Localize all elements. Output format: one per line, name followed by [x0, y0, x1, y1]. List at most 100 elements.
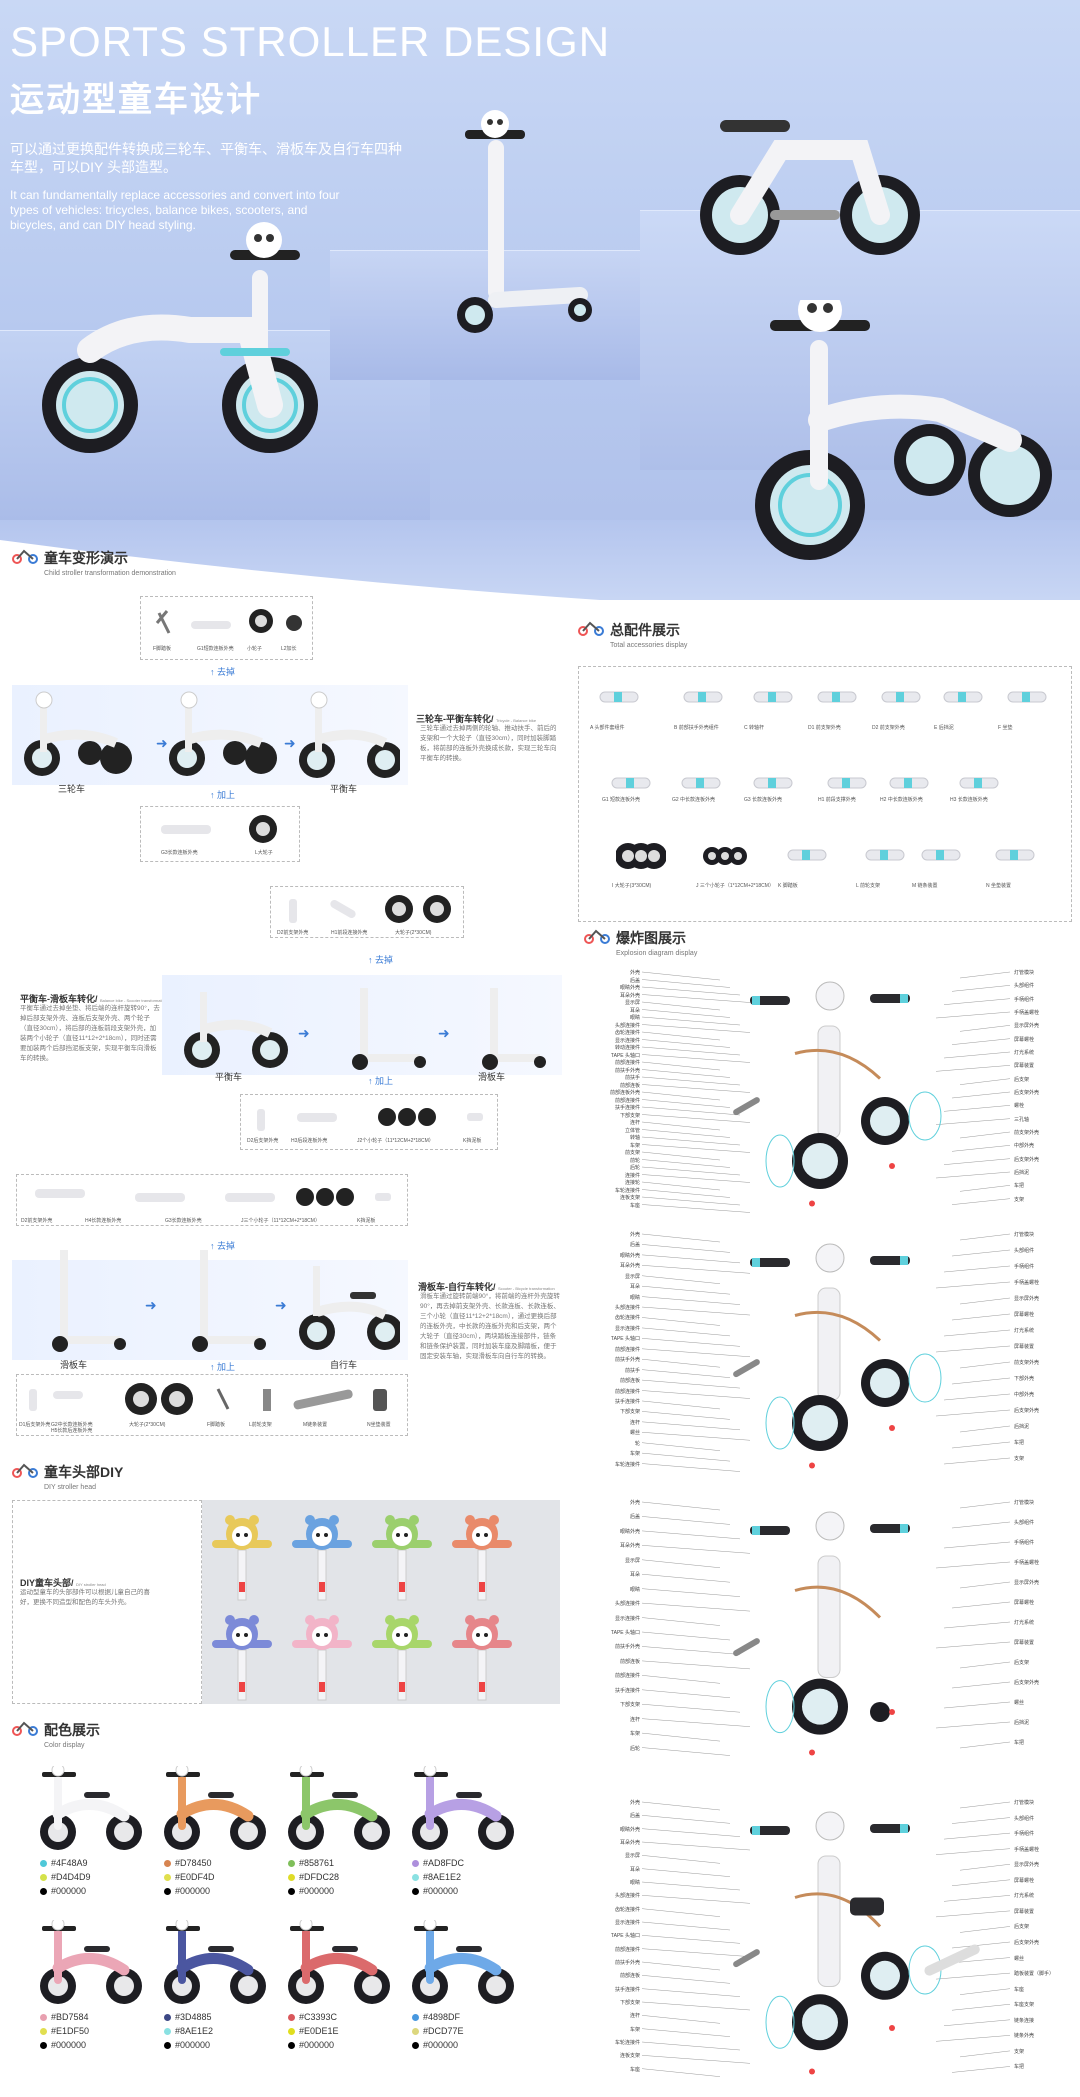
explosion-title: 爆炸图展示 — [616, 930, 686, 946]
color-code: #858761 — [299, 1858, 335, 1868]
remove-label: 去掉 — [217, 1241, 236, 1251]
explosion-part-label: 后支架 — [1014, 1660, 1030, 1666]
label-scooter: 滑板车 — [60, 1360, 88, 1370]
explosion-part-label: 后支架外壳 — [1014, 1090, 1040, 1096]
explosion-part-label: 手柄组件 — [1014, 1831, 1035, 1838]
part-label: F脚踏板 — [207, 1422, 226, 1428]
explosion-part-label: 耳朵外壳 — [619, 1263, 640, 1270]
color-variant-bike — [412, 1766, 514, 1850]
parts-icons — [161, 815, 277, 843]
parts-panel: G3长款连板外壳 L大轮子 — [140, 806, 300, 862]
color-variant-bike — [412, 1920, 514, 2004]
explosion-part-label: 连杆 — [629, 1716, 640, 1723]
diy-title: 童车头部DIY — [44, 1464, 124, 1480]
explosion-part-label: 灯光系统 — [1014, 1050, 1035, 1056]
explosion-part-label: 下部支架 — [619, 1702, 640, 1709]
accessory-thumbnail — [817, 691, 857, 703]
remove-label: 去掉 — [375, 955, 394, 965]
accessory-label: H2 中长款连板外壳 — [880, 797, 923, 803]
color-code: #D78450 — [175, 1858, 212, 1868]
explosion-part-label: 前部连接件 — [614, 1346, 640, 1353]
scooter-illustration — [457, 110, 592, 333]
explosion-part-label: 连杆 — [629, 1120, 640, 1126]
accessory-label: L 前轮支架 — [856, 883, 880, 889]
stroller-logo-icon — [584, 929, 610, 944]
color-swatch: #E1DF50 — [40, 2026, 89, 2036]
explosion-part-label: 头部组件 — [1014, 1815, 1035, 1822]
color-dot — [40, 2042, 47, 2050]
label-balance-bike: 平衡车 — [215, 1072, 243, 1082]
explosion-part-label: 灯光系统 — [1014, 1893, 1035, 1900]
color-code: #D4D4D9 — [51, 1872, 91, 1882]
explosion-part-label: 后支架外壳 — [1014, 1156, 1040, 1163]
explosion-part-label: 车架 — [629, 1142, 640, 1149]
color-dot — [164, 1860, 171, 1868]
explosion-part-label: 前扶手外壳 — [614, 1644, 640, 1651]
accessory-label: F 坐垫 — [998, 725, 1013, 731]
explosion-part-label: 灯管模块 — [1014, 1232, 1035, 1238]
explosion-part-label: 手柄盖螺栓 — [1014, 1010, 1040, 1016]
explosion-part-label: 眼睛外壳 — [619, 1252, 640, 1259]
stroller-logo-icon — [12, 549, 38, 564]
explosion-part-label: 齿轮连接件 — [614, 1906, 640, 1913]
explosion-part-label: 前部连接件 — [614, 1388, 640, 1395]
color-variant-bike — [40, 1766, 142, 1850]
explosion-part-label: 头部组件 — [1014, 1248, 1035, 1254]
parts-panel: F脚踏板 G1短款连板外壳 小轮子 L2加长 — [140, 596, 313, 660]
explosion-part-label: 显示屏外壳 — [1014, 1862, 1040, 1869]
explosion-part-label: 支架 — [1014, 1196, 1025, 1203]
accessory-thumbnail — [865, 849, 905, 861]
explosion-part-label: 前扶手外壳 — [614, 1357, 640, 1364]
part-label: G3长款连板外壳 — [165, 1218, 202, 1224]
accessory-label: D1 前支架外壳 — [808, 725, 841, 731]
color-variant-bike — [288, 1766, 390, 1850]
color-swatch: #8AE1E2 — [412, 1872, 461, 1882]
explosion-part-label: 中部外壳 — [1014, 1392, 1035, 1398]
accessories-title: 总配件展示 — [610, 622, 680, 638]
explosion-part-label: TAPE 头轴口 — [610, 1933, 640, 1940]
accessory-thumbnail — [787, 849, 827, 861]
explosion-part-label: 后支架 — [1014, 1924, 1030, 1931]
explosion-part-label: 下部支架 — [619, 2000, 640, 2006]
diy-heads-panel — [202, 1500, 560, 1704]
explosion-part-label: 外壳 — [629, 1800, 640, 1806]
accessory-label: K 脚踏板 — [778, 883, 798, 889]
parts-icons — [289, 895, 451, 923]
explosion-part-label: 耳朵外壳 — [619, 1840, 640, 1846]
explosion-part-label: 头部组件 — [1014, 1520, 1035, 1526]
explosion-part-label: 手柄组件 — [1014, 1540, 1035, 1546]
part-label: L前轮支架 — [249, 1422, 272, 1428]
color-code: #C3393C — [299, 2012, 338, 2022]
color-dot — [40, 2028, 47, 2036]
parts-panel: D2后支架外壳 H3后段连板外壳 J2个小轮子（11*12CM+2*18CM） … — [240, 1094, 498, 1150]
diy-head-option — [292, 1615, 352, 1701]
explosion-part-label: 扶手连接件 — [614, 1986, 640, 1993]
explosion-part-label: 立体管 — [624, 1127, 640, 1134]
explosion-part-label: 下部支架 — [619, 1409, 640, 1416]
explosion-part-label: 螺丝 — [629, 1430, 640, 1437]
explosion-part-label: 显示屏外壳 — [1014, 1580, 1040, 1586]
explosion-part-label: 显示连接件 — [614, 1920, 640, 1926]
explosion-part-label: 前部连接件 — [614, 1060, 640, 1066]
explosion-part-label: 头部连接件 — [614, 1893, 640, 1900]
part-label: K挡泥板 — [463, 1138, 482, 1144]
remove-arrow: ↑ 去掉 — [368, 955, 394, 965]
explosion-part-label: 链条外壳 — [1014, 2033, 1035, 2040]
color-swatch: #000000 — [40, 2040, 86, 2050]
explosion-part-label: 后挡泥 — [1014, 1720, 1030, 1726]
color-code: #AD8FDC — [423, 1858, 465, 1868]
color-code: #E1DF50 — [51, 2026, 90, 2036]
accessory-thumbnail — [753, 691, 793, 703]
color-swatch: #000000 — [164, 2040, 210, 2050]
color-swatch: #000000 — [412, 2040, 458, 2050]
svg-text:➜: ➜ — [275, 1297, 287, 1313]
label-bicycle: 自行车 — [330, 1360, 358, 1370]
accessory-label: G2 中长款连板外壳 — [672, 797, 716, 803]
explosion-part-label: 手柄组件 — [1014, 1264, 1035, 1270]
color-swatch: #000000 — [288, 1886, 334, 1896]
color-dot — [164, 1888, 171, 1896]
explosion-part-label: 车座支架 — [1014, 2002, 1035, 2009]
explosion-part-label: 车轮连接件 — [614, 1187, 640, 1194]
